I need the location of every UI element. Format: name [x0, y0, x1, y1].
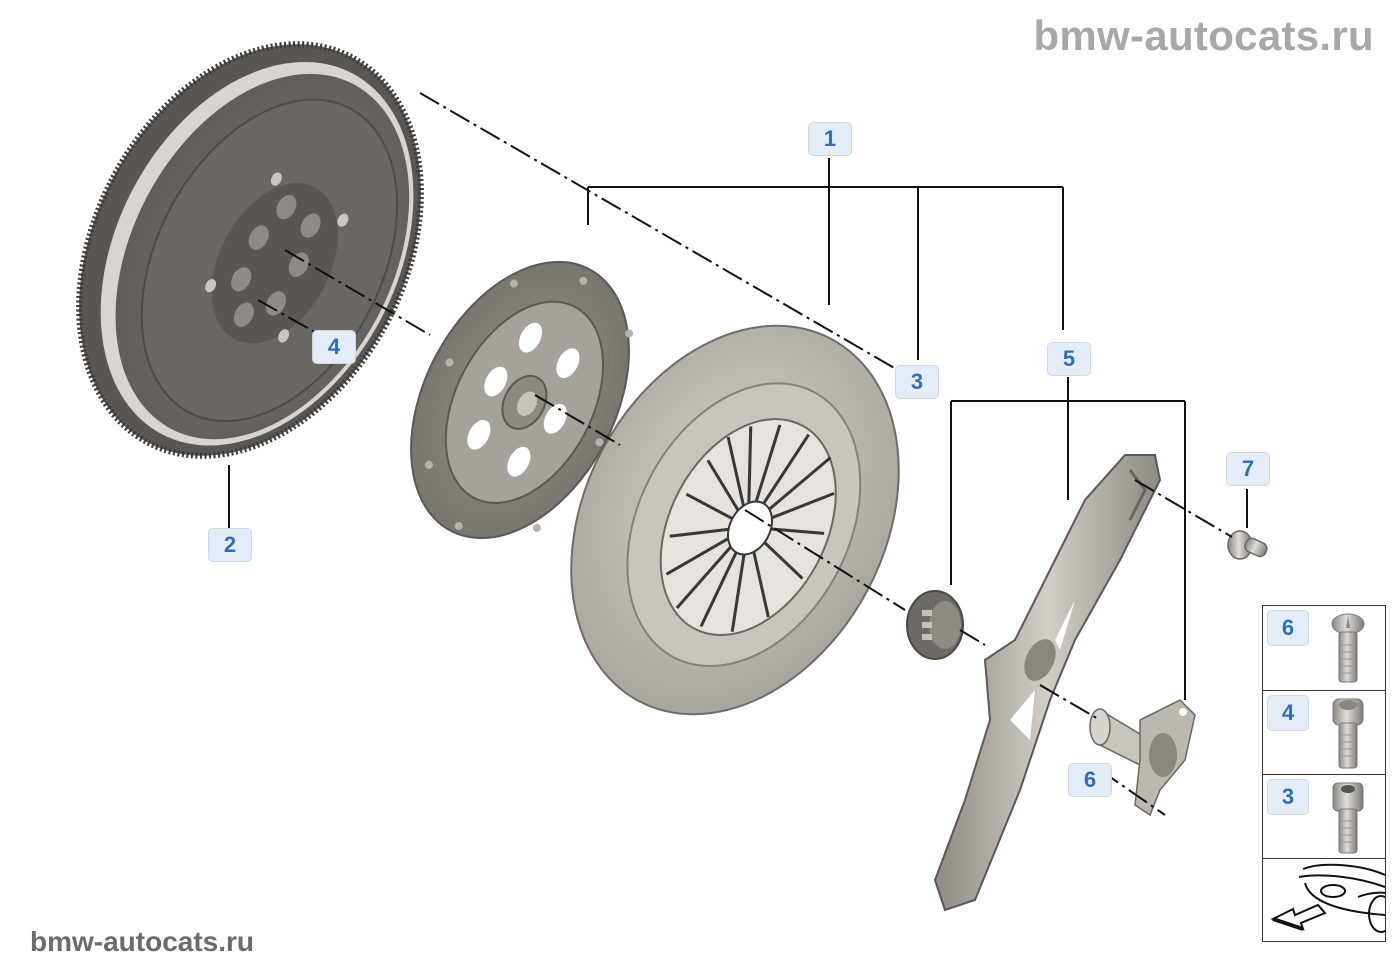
watermark-top: bmw-autocats.ru — [1033, 12, 1374, 59]
leader-lines — [228, 158, 1248, 700]
callout-label: 4 — [1281, 700, 1295, 725]
callout-label: 3 — [1281, 784, 1295, 809]
callout-label: 3 — [910, 369, 924, 394]
callout-4[interactable]: 4 — [312, 330, 356, 364]
callout-label: 6 — [1083, 767, 1097, 792]
release-bearing[interactable] — [906, 590, 964, 660]
callout-7[interactable]: 7 — [1226, 452, 1270, 486]
vehicle-front-direction-icon — [1270, 863, 1385, 933]
callout-2[interactable]: 2 — [208, 528, 252, 562]
axis-lines — [257, 92, 1233, 816]
torx-socket-cap-bolt-icon — [1332, 698, 1364, 769]
callout-label: 1 — [823, 126, 837, 151]
callout-label: 6 — [1281, 615, 1295, 640]
callout-label: 2 — [223, 532, 237, 557]
guide-sleeve[interactable] — [1089, 699, 1196, 817]
fastener-legend: 6 4 3 — [1262, 605, 1386, 942]
pressure-plate[interactable] — [506, 269, 963, 772]
clutch-disc[interactable] — [367, 225, 674, 576]
release-lever[interactable] — [933, 454, 1162, 912]
legend-callout-4[interactable]: 4 — [1267, 695, 1309, 731]
legend-row-bolt-4[interactable]: 4 — [1263, 691, 1385, 775]
pivot-pin[interactable] — [1227, 530, 1269, 560]
hex-socket-cap-bolt-icon — [1332, 782, 1364, 854]
legend-callout-6[interactable]: 6 — [1267, 610, 1309, 646]
callout-label: 5 — [1062, 346, 1076, 371]
callout-6[interactable]: 6 — [1068, 763, 1112, 797]
legend-row-bolt-3[interactable]: 3 — [1263, 775, 1385, 859]
legend-row-bolt-6[interactable]: 6 — [1263, 606, 1385, 691]
watermark-bottom: bmw-autocats.ru — [30, 926, 255, 957]
callout-label: 4 — [327, 334, 341, 359]
callout-5[interactable]: 5 — [1047, 342, 1091, 376]
legend-row-orientation — [1263, 859, 1385, 941]
torx-flange-bolt-icon — [1331, 613, 1365, 683]
callout-1[interactable]: 1 — [808, 122, 852, 156]
callout-label: 7 — [1241, 456, 1255, 481]
callout-3[interactable]: 3 — [895, 365, 939, 399]
legend-callout-3[interactable]: 3 — [1267, 779, 1309, 815]
